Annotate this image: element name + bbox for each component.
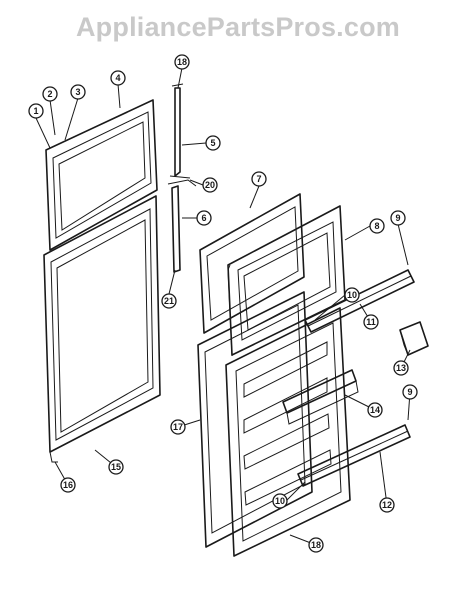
- callout-14: 14: [367, 402, 383, 418]
- callout-10-top: 10: [344, 287, 360, 303]
- callout-1: 1: [28, 103, 44, 119]
- svg-text:7: 7: [256, 174, 261, 184]
- svg-text:5: 5: [210, 138, 215, 148]
- callout-9-top: 9: [390, 210, 406, 226]
- callout-11: 11: [363, 314, 379, 330]
- callout-9-bottom: 9: [402, 384, 418, 400]
- callout-12: 12: [379, 497, 395, 513]
- svg-text:18: 18: [311, 540, 321, 550]
- svg-text:17: 17: [173, 422, 183, 432]
- watermark-text: AppliancePartsPros.com: [75, 12, 400, 42]
- svg-text:9: 9: [407, 387, 412, 397]
- door-shelf-bars: [297, 269, 415, 487]
- freezer-inner-liner: [199, 193, 305, 334]
- callout-7: 7: [251, 171, 267, 187]
- callout-16: 16: [60, 477, 76, 493]
- freezer-door-gasket: [45, 99, 158, 251]
- svg-text:15: 15: [111, 462, 121, 472]
- fresh-food-door-panel: [225, 307, 351, 557]
- svg-text:3: 3: [75, 87, 80, 97]
- callout-4: 4: [110, 70, 126, 86]
- door-bins: [282, 321, 429, 425]
- callout-2: 2: [42, 86, 58, 102]
- svg-text:14: 14: [370, 405, 380, 415]
- svg-text:20: 20: [205, 180, 215, 190]
- callout-3: 3: [70, 84, 86, 100]
- svg-text:11: 11: [366, 317, 376, 327]
- door-trim-strips: [167, 83, 197, 273]
- callout-15: 15: [108, 459, 124, 475]
- svg-text:4: 4: [115, 73, 120, 83]
- svg-text:1: 1: [33, 106, 38, 116]
- freezer-door-panel: [227, 205, 346, 357]
- callout-6: 6: [196, 210, 212, 226]
- svg-text:10: 10: [275, 496, 285, 506]
- fresh-food-door-gasket: [43, 195, 161, 463]
- svg-text:2: 2: [47, 89, 52, 99]
- svg-text:6: 6: [201, 213, 206, 223]
- svg-text:16: 16: [63, 480, 73, 490]
- callout-10-bottom: 10: [272, 493, 288, 509]
- callout-13: 13: [393, 360, 409, 376]
- svg-text:13: 13: [396, 363, 406, 373]
- callout-20: 20: [202, 177, 218, 193]
- callout-8: 8: [369, 218, 385, 234]
- callout-18-top: 18: [174, 54, 190, 70]
- svg-text:10: 10: [347, 290, 357, 300]
- svg-text:9: 9: [395, 213, 400, 223]
- fresh-food-inner-liner: [197, 291, 313, 548]
- svg-text:18: 18: [177, 57, 187, 67]
- callout-21: 21: [161, 293, 177, 309]
- callout-17: 17: [170, 419, 186, 435]
- svg-text:12: 12: [382, 500, 392, 510]
- svg-text:21: 21: [164, 296, 174, 306]
- svg-text:8: 8: [374, 221, 379, 231]
- callout-18-bottom: 18: [308, 537, 324, 553]
- callout-5: 5: [205, 135, 221, 151]
